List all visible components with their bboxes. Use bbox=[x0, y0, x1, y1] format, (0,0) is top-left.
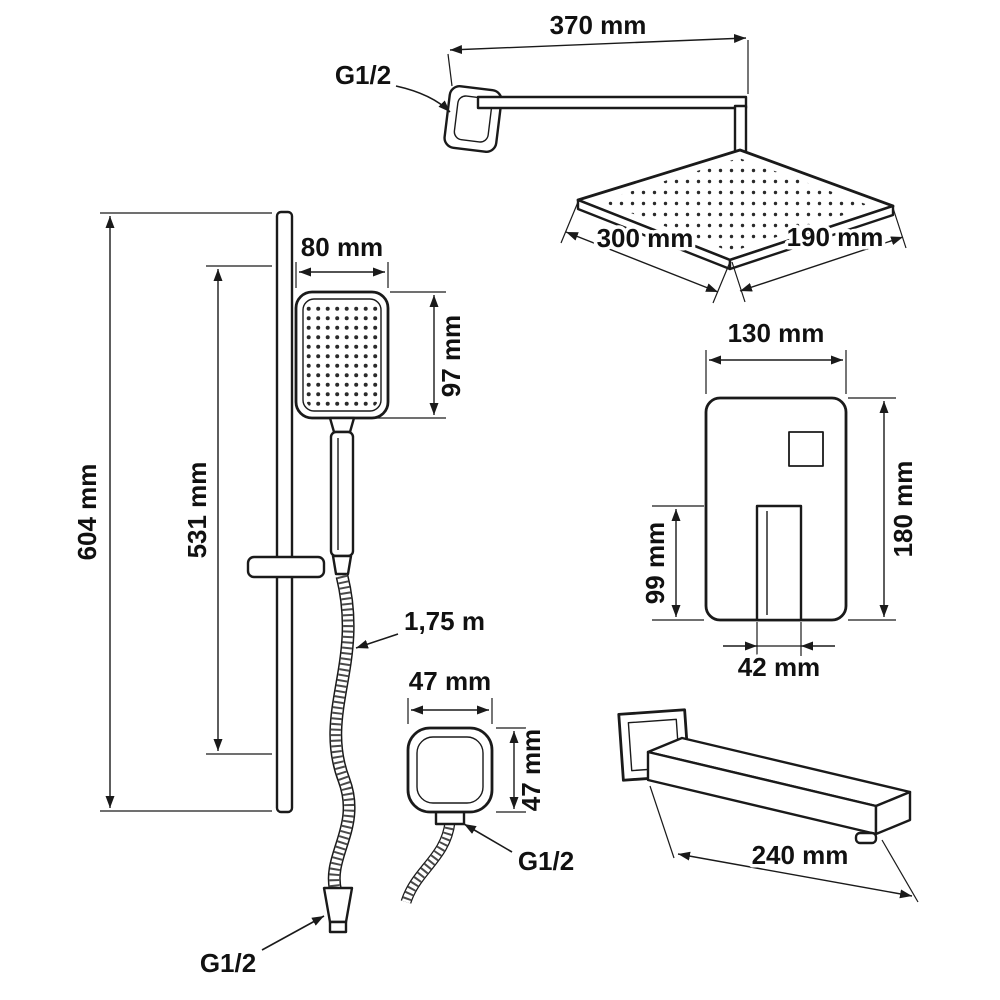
elbow-connection-callout: G1/2 bbox=[463, 823, 578, 880]
dim-head-width: 300 mm bbox=[560, 201, 731, 304]
bath-spout-drawing: 240 mm bbox=[617, 708, 919, 903]
slide-bar bbox=[275, 210, 294, 814]
rain-head-nozzles bbox=[600, 158, 871, 252]
handset-height-label: 97 mm bbox=[436, 315, 466, 397]
dim-mixer-width: 130 mm bbox=[705, 315, 847, 394]
overhead-shower-drawing: 370 mm G1/2 300 mm 190 mm bbox=[331, 7, 907, 304]
dim-overall-height: 604 mm bbox=[69, 212, 272, 812]
spout-aerator bbox=[854, 831, 878, 845]
arm-connection-callout: G1/2 bbox=[331, 57, 451, 113]
overall-height-label: 604 mm bbox=[72, 464, 102, 561]
slider-bracket bbox=[246, 555, 326, 579]
hose-end-cone bbox=[322, 886, 354, 924]
hand-shower-handle bbox=[329, 430, 355, 558]
spout-length-label: 240 mm bbox=[752, 840, 849, 870]
spout-end-face bbox=[874, 790, 912, 836]
dim-arm-length: 370 mm bbox=[447, 7, 749, 94]
hose-connection-callout: G1/2 bbox=[196, 915, 325, 982]
handset-width-label: 80 mm bbox=[301, 232, 383, 262]
mixer-height-label: 180 mm bbox=[888, 461, 918, 558]
elbow-connection-label: G1/2 bbox=[518, 846, 574, 876]
dim-mixer-height: 180 mm bbox=[848, 397, 922, 621]
dim-head-depth: 190 mm bbox=[731, 207, 907, 303]
elbow-width-label: 47 mm bbox=[409, 666, 491, 696]
shower-hose bbox=[327, 574, 356, 894]
dim-mixer-handle-width: 42 mm bbox=[723, 622, 835, 686]
mixer-handle-width-label: 42 mm bbox=[738, 652, 820, 682]
bar-length-label: 531 mm bbox=[182, 462, 212, 559]
hose-connection-label: G1/2 bbox=[200, 948, 256, 978]
dim-elbow-height: 47 mm bbox=[496, 725, 550, 815]
dim-handset-width: 80 mm bbox=[295, 229, 389, 288]
mixer-width-label: 130 mm bbox=[728, 318, 825, 348]
hose-length-label: 1,75 m bbox=[404, 606, 485, 636]
dim-elbow-width: 47 mm bbox=[405, 663, 495, 724]
wall-elbow-drawing: 47 mm 47 mm G1/2 bbox=[400, 663, 578, 904]
shower-arm-drop bbox=[733, 104, 748, 154]
mixer-diverter-button bbox=[788, 431, 824, 467]
shower-arm-flange bbox=[443, 85, 503, 153]
hose-end-nut bbox=[328, 920, 348, 934]
mixer-handle bbox=[755, 504, 803, 622]
arm-connection-label: G1/2 bbox=[335, 60, 391, 90]
elbow-face bbox=[416, 736, 484, 804]
dim-handset-height: 97 mm bbox=[358, 291, 470, 419]
arm-length-label: 370 mm bbox=[550, 10, 647, 40]
handle-hose-connector bbox=[331, 554, 353, 576]
elbow-body bbox=[406, 726, 494, 814]
hose-length-callout: 1,75 m bbox=[355, 603, 488, 649]
shower-arm bbox=[476, 95, 748, 110]
dim-bar-length: 531 mm bbox=[179, 265, 272, 755]
hand-shower-face bbox=[302, 298, 382, 412]
hand-shower-nozzles bbox=[306, 302, 378, 408]
elbow-hose bbox=[400, 821, 456, 904]
head-width-label: 300 mm bbox=[597, 223, 694, 253]
slide-bar-drawing: 604 mm 531 mm 80 mm 97 mm 1,75 m bbox=[69, 210, 488, 982]
head-depth-label: 190 mm bbox=[787, 222, 884, 252]
elbow-height-label: 47 mm bbox=[516, 729, 546, 811]
mixer-handle-height-label: 99 mm bbox=[640, 522, 670, 604]
dim-spout-length: 240 mm bbox=[649, 785, 919, 903]
hand-shower-neck bbox=[328, 416, 356, 434]
mixer-drawing: 130 mm 180 mm 99 mm 42 mm bbox=[637, 315, 922, 686]
dim-mixer-handle-height: 99 mm bbox=[637, 505, 704, 621]
